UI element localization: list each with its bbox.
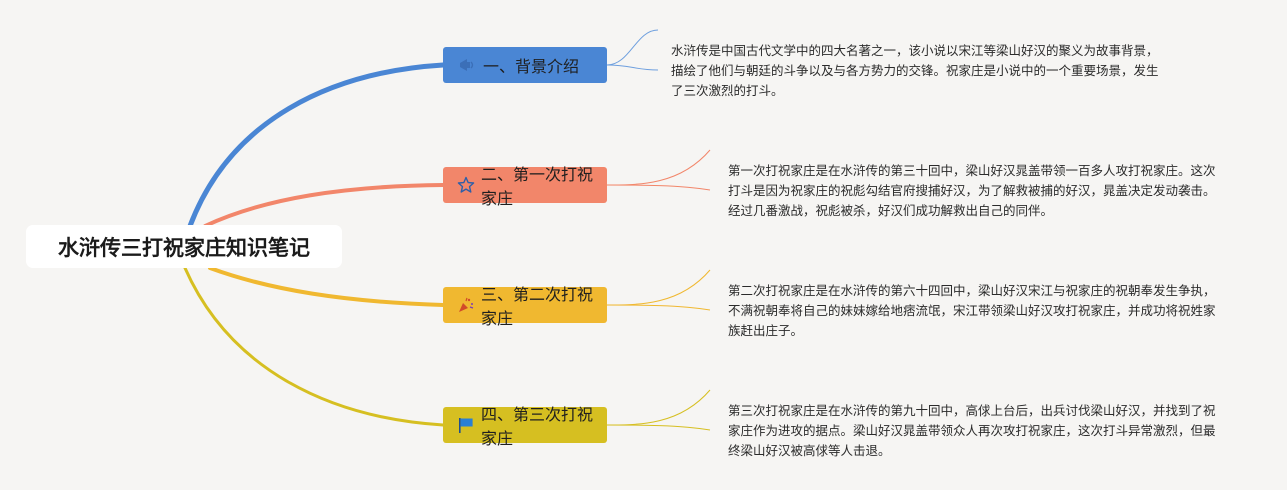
connector-branch-3	[208, 266, 445, 307]
branch-first-attack[interactable]: 二、第一次打祝家庄	[443, 165, 607, 208]
connector-branch-2	[203, 183, 445, 228]
bracket-branch-3	[606, 269, 711, 311]
description-second-attack: 第二次打祝家庄是在水浒传的第六十四回中，梁山好汉宋江与祝家庄的祝朝奉发生争执，不…	[728, 283, 1216, 338]
description-third-attack: 第三次打祝家庄是在水浒传的第九十回中，高俅上台后，出兵讨伐梁山好汉，并找到了祝家…	[728, 403, 1216, 458]
description-first-attack: 第一次打祝家庄是在水浒传的第三十回中，梁山好汉晁盖带领一百多人攻打祝家庄。这次打…	[728, 163, 1216, 218]
party-popper-icon	[457, 295, 475, 315]
connector-branch-1	[187, 62, 446, 229]
branch-label: 三、第二次打祝家庄	[481, 285, 594, 328]
description-background: 水浒传是中国古代文学中的四大名著之一，该小说以宋江等梁山好汉的聚义为故事背景，描…	[671, 43, 1159, 98]
branch-background[interactable]: 一、背景介绍	[443, 47, 607, 83]
flag-icon	[457, 415, 475, 435]
connector-branch-4	[183, 266, 445, 427]
root-title: 水浒传三打祝家庄知识笔记	[58, 235, 310, 260]
bracket-branch-2	[606, 149, 711, 191]
branch-third-attack[interactable]: 四、第三次打祝家庄	[443, 405, 607, 448]
star-icon	[457, 175, 475, 195]
branch-label: 一、背景介绍	[483, 57, 580, 76]
megaphone-icon	[457, 55, 477, 75]
branch-second-attack[interactable]: 三、第二次打祝家庄	[443, 285, 607, 328]
root-topic[interactable]: 水浒传三打祝家庄知识笔记	[26, 225, 342, 268]
branch-label: 四、第三次打祝家庄	[481, 405, 594, 448]
branch-label: 二、第一次打祝家庄	[481, 165, 594, 208]
bracket-branch-1	[606, 29, 659, 71]
bracket-branch-4	[606, 389, 711, 431]
